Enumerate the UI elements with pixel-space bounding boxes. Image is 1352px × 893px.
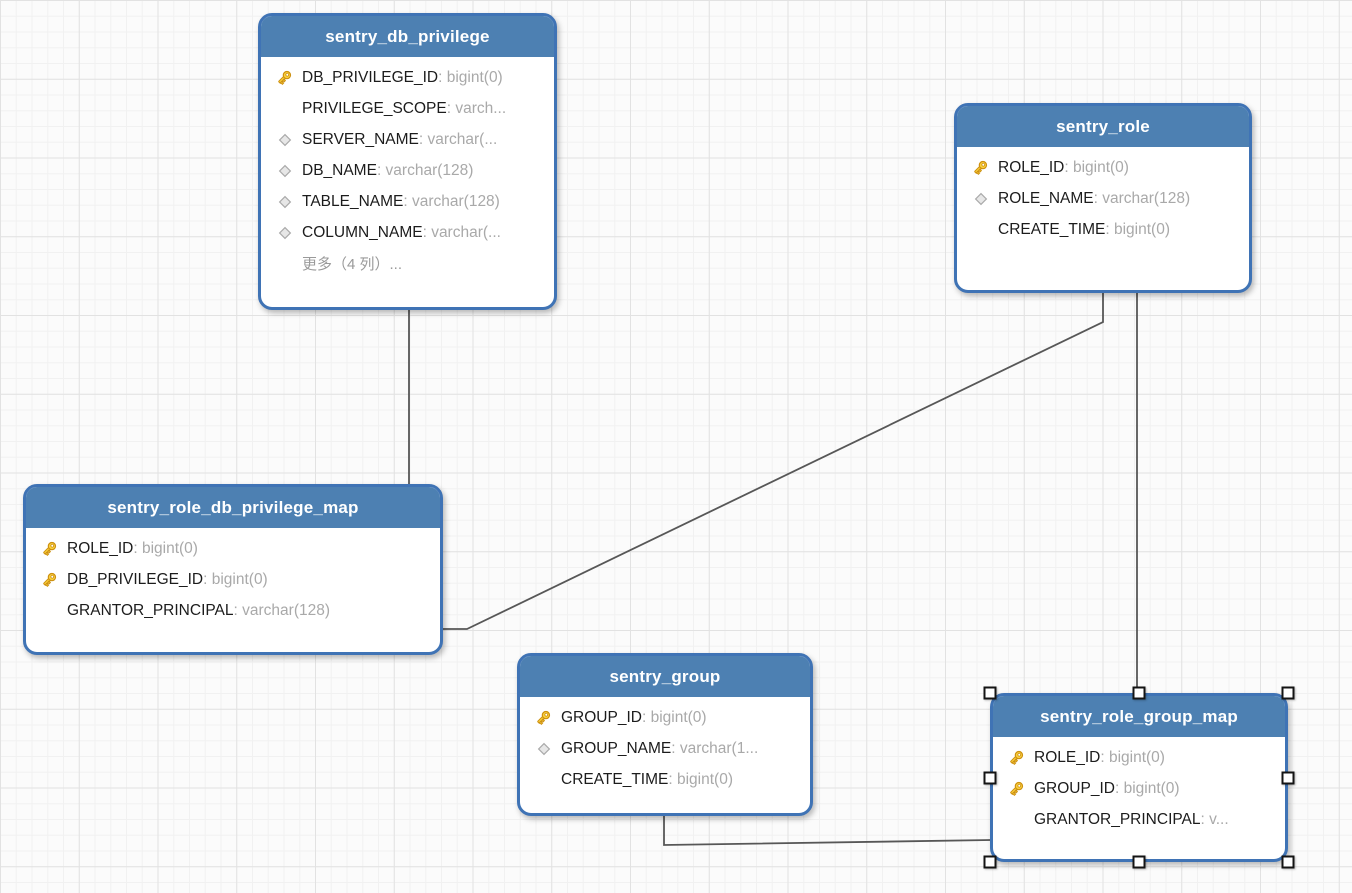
field-row-db_privilege_id[interactable]: DB_PRIVILEGE_ID: bigint(0)	[274, 62, 544, 93]
table-body: DB_PRIVILEGE_ID: bigint(0)PRIVILEGE_SCOP…	[261, 57, 554, 279]
field-type: : varchar(128)	[1093, 189, 1191, 207]
field-row-group_id[interactable]: GROUP_ID: bigint(0)	[1006, 773, 1275, 804]
table-body: GROUP_ID: bigint(0)GROUP_NAME: varchar(1…	[520, 697, 810, 795]
selection-handle-nw[interactable]	[983, 686, 997, 700]
key-icon	[39, 540, 60, 557]
field-name: DB_NAME	[302, 161, 377, 179]
field-type: : varchar(1...	[671, 739, 759, 757]
key-icon	[1006, 749, 1027, 766]
field-name: DB_PRIVILEGE_ID	[67, 570, 204, 588]
selection-handle-sw[interactable]	[983, 855, 997, 869]
field-name: ROLE_ID	[1034, 748, 1101, 766]
field-type: : varchar(128)	[233, 601, 331, 619]
table-title-sentry_db_privilege[interactable]: sentry_db_privilege	[261, 16, 554, 57]
field-name: ROLE_ID	[67, 539, 134, 557]
selection-handle-w[interactable]	[983, 771, 997, 784]
field-type: : varchar(...	[418, 130, 498, 148]
key-icon	[533, 709, 554, 726]
field-type: : varchar(...	[422, 223, 501, 241]
diamond-icon	[274, 195, 295, 209]
field-type: : v...	[1200, 810, 1229, 828]
field-name: SERVER_NAME	[302, 130, 419, 148]
diamond-icon	[274, 164, 295, 178]
field-row-table_name[interactable]: TABLE_NAME: varchar(128)	[274, 186, 544, 217]
field-row-more[interactable]: 更多（4 列）...	[274, 248, 544, 279]
field-row-create_time[interactable]: CREATE_TIME: bigint(0)	[970, 214, 1239, 245]
field-name: COLUMN_NAME	[302, 223, 423, 241]
selection-handle-se[interactable]	[1281, 855, 1295, 869]
field-row-role_name[interactable]: ROLE_NAME: varchar(128)	[970, 183, 1239, 214]
key-icon	[1006, 780, 1027, 797]
field-type: : bigint(0)	[1100, 748, 1165, 766]
field-row-db_name[interactable]: DB_NAME: varchar(128)	[274, 155, 544, 186]
field-row-server_name[interactable]: SERVER_NAME: varchar(...	[274, 124, 544, 155]
field-type: : bigint(0)	[133, 539, 198, 557]
table-body: ROLE_ID: bigint(0)ROLE_NAME: varchar(128…	[957, 147, 1249, 245]
field-name: PRIVILEGE_SCOPE	[302, 99, 447, 117]
connection-sentry_group--sentry_role_group_map[interactable]	[663, 814, 992, 846]
table-title-sentry_role[interactable]: sentry_role	[957, 106, 1249, 147]
key-icon	[970, 159, 991, 176]
table-title-sentry_role_db_privilege_map[interactable]: sentry_role_db_privilege_map	[26, 487, 440, 528]
field-name: GRANTOR_PRINCIPAL	[67, 601, 234, 619]
field-name: DB_PRIVILEGE_ID	[302, 68, 439, 86]
selection-handle-n[interactable]	[1132, 686, 1146, 700]
diamond-icon	[274, 226, 295, 240]
field-type: : varchar(128)	[376, 161, 474, 179]
diamond-icon	[533, 742, 554, 756]
field-type: : bigint(0)	[668, 770, 733, 788]
field-row-privilege_scope[interactable]: PRIVILEGE_SCOPE: varch...	[274, 93, 544, 124]
field-type: : varchar(128)	[403, 192, 500, 210]
table-body: ROLE_ID: bigint(0)DB_PRIVILEGE_ID: bigin…	[26, 528, 440, 626]
more-columns-label: 更多（4 列）...	[302, 256, 403, 273]
field-type: : bigint(0)	[641, 708, 707, 726]
field-name: GROUP_ID	[1034, 779, 1115, 797]
field-type: : varch...	[446, 99, 507, 117]
table-title-sentry_role_group_map[interactable]: sentry_role_group_map	[993, 696, 1285, 737]
field-name: ROLE_ID	[998, 158, 1065, 176]
field-name: GROUP_ID	[561, 708, 642, 726]
field-row-grantor_principal[interactable]: GRANTOR_PRINCIPAL: v...	[1006, 804, 1275, 835]
field-row-role_id[interactable]: ROLE_ID: bigint(0)	[39, 533, 430, 564]
field-row-role_id[interactable]: ROLE_ID: bigint(0)	[1006, 742, 1275, 773]
field-row-grantor_principal[interactable]: GRANTOR_PRINCIPAL: varchar(128)	[39, 595, 430, 626]
selection-handle-e[interactable]	[1281, 771, 1295, 784]
field-row-group_name[interactable]: GROUP_NAME: varchar(1...	[533, 733, 800, 764]
diamond-icon	[274, 133, 295, 147]
field-name: ROLE_NAME	[998, 189, 1094, 207]
diamond-icon	[970, 192, 991, 206]
table-title-sentry_group[interactable]: sentry_group	[520, 656, 810, 697]
field-name: CREATE_TIME	[998, 220, 1106, 238]
field-name: CREATE_TIME	[561, 770, 669, 788]
field-type: : bigint(0)	[1105, 220, 1170, 238]
table-body: ROLE_ID: bigint(0)GROUP_ID: bigint(0)GRA…	[993, 737, 1285, 835]
selection-handle-s[interactable]	[1132, 855, 1146, 869]
field-name: GRANTOR_PRINCIPAL	[1034, 810, 1201, 828]
field-type: : bigint(0)	[1114, 779, 1180, 797]
field-row-group_id[interactable]: GROUP_ID: bigint(0)	[533, 702, 800, 733]
field-type: : bigint(0)	[1064, 158, 1129, 176]
field-row-role_id[interactable]: ROLE_ID: bigint(0)	[970, 152, 1239, 183]
key-icon	[274, 69, 295, 86]
field-type: : bigint(0)	[438, 68, 503, 86]
field-row-column_name[interactable]: COLUMN_NAME: varchar(...	[274, 217, 544, 248]
key-icon	[39, 571, 60, 588]
field-row-create_time[interactable]: CREATE_TIME: bigint(0)	[533, 764, 800, 795]
field-row-db_privilege_id[interactable]: DB_PRIVILEGE_ID: bigint(0)	[39, 564, 430, 595]
field-name: TABLE_NAME	[302, 192, 404, 210]
connection-sentry_role--sentry_role_db_privilege_map[interactable]	[441, 291, 1104, 630]
field-name: GROUP_NAME	[561, 739, 672, 757]
selection-handle-ne[interactable]	[1281, 686, 1295, 700]
field-type: : bigint(0)	[203, 570, 268, 588]
